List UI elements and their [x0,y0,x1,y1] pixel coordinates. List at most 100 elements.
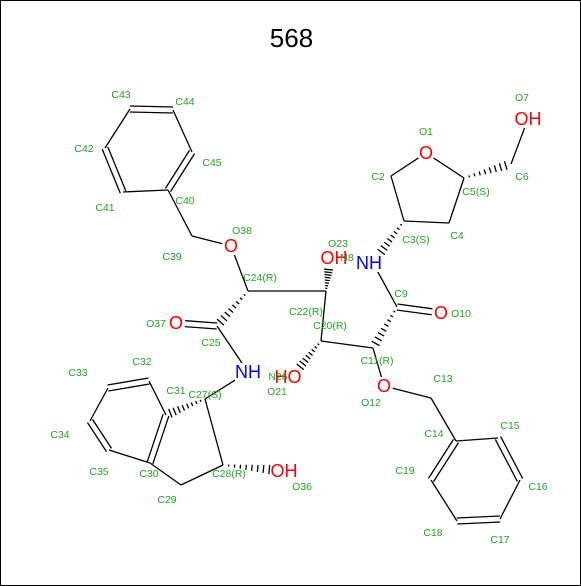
atom-label-o1: O1 [419,126,433,138]
bond-c45-c40 [164,150,196,192]
bond-c25-n26 [216,325,244,365]
atom-symbol-o21: HO [275,367,302,387]
bond-c32-c33 [107,377,150,392]
atom-symbol-background [321,249,347,267]
bond-c40-c41 [122,189,169,193]
bond-c9-o10 [396,303,433,316]
atom-label-c17: C17 [490,534,509,546]
bond-c15-c16 [494,436,524,482]
atom-label-c13: C13 [433,373,452,385]
bond-c43-c44 [129,105,174,114]
atom-label-o36: O36 [292,481,312,493]
compound-id-title: 568 [269,23,314,53]
atom-label-n26: N26 [268,371,287,383]
atom-symbol-background [224,237,238,255]
bond-c28-c29 [180,464,224,486]
bond-c34-c35 [86,418,113,453]
atom-label-c33: C33 [68,367,87,379]
bond-c13-c14 [430,397,457,442]
atom-label-c42: C42 [74,143,93,155]
atom-label-c20: C20(R) [313,320,347,332]
atom-label-o7: O7 [515,92,529,104]
atom-label-c44: C44 [175,96,194,108]
atom-symbol-background [419,144,433,162]
atom-symbol-background [169,314,183,332]
atom-symbol-background [356,254,382,272]
atom-label-c9: C9 [394,288,408,300]
atom-symbol-o10: O [434,303,448,323]
bond-c33-c34 [89,387,109,422]
atom-symbol-background [434,304,448,322]
bond-c27-c31 [168,399,202,418]
bond-n26-c27 [204,376,241,400]
atom-label-c4: C4 [450,230,464,242]
bond-c3-c4 [403,220,450,224]
atom-label-c25: C25 [201,337,220,349]
bond-c30-c31 [146,413,170,465]
atom-label-c27: C27(S) [188,389,221,401]
bond-c2-c3 [390,175,405,222]
atom-symbol-n8: NH [356,253,382,273]
atom-label-c45: C45 [202,157,221,169]
atom-label-c32: C32 [132,356,151,368]
bond-c31-c32 [148,380,167,416]
atom-symbol-background [275,368,301,386]
atom-label-c14: C14 [424,428,443,440]
bond-c20-c22 [320,290,327,342]
atom-label-o21: O21 [267,386,287,398]
bond-c18-c19 [430,479,458,522]
atom-symbol-o36: OH [271,461,298,481]
bond-c39-c40 [167,189,193,237]
bond-c41-c42 [101,146,127,194]
bond-c24-o38 [233,254,249,292]
atom-symbol-n26: NH [235,362,261,382]
atom-label-c24: C24(R) [243,272,277,284]
bond-c42-c43 [104,108,131,149]
bond-c5-c6 [468,161,508,178]
atom-label-o23: O23 [328,238,348,250]
bond-c20-o21 [296,343,320,371]
atom-label-c35: C35 [89,466,108,478]
bond-c24-c25 [216,293,246,326]
atom-label-c2: C2 [371,171,385,183]
atom-label-c34: C34 [50,429,69,441]
atom-label-c31: C31 [166,385,185,397]
atom-label-o12: O12 [361,397,381,409]
atom-label-c15: C15 [500,420,519,432]
atom-symbol-o12: O [377,376,391,396]
atom-symbol-background [271,462,297,480]
atom-symbol-o38: O [224,236,238,256]
bond-c3-n8 [377,223,403,256]
atom-symbol-o37: O [169,313,183,333]
atom-label-o38: O38 [232,225,252,237]
bond-c16-c17 [499,479,521,520]
atom-label-n8: N8 [340,252,354,264]
bond-o1-c5 [433,157,465,179]
bond-c27-c28 [204,398,224,466]
bond-c28-o36 [228,464,271,475]
bond-c14-c15 [455,437,499,442]
atom-symbol-o23: OH [321,248,348,268]
atom-symbol-background [515,110,541,128]
atom-label-c3: C3(S) [402,234,429,246]
atom-label-c6: C6 [515,171,529,183]
bond-c6-o7 [510,127,526,165]
bond-c9-c11 [371,310,396,347]
atom-label-c19: C19 [395,465,414,477]
atom-symbol-o7: OH [515,109,542,129]
atom-label-o37: O37 [146,318,166,330]
atom-label-layer: O1C2C3(S)C4C5(S)C6O7N8C9O10C11(R)O12C13C… [50,89,547,546]
bond-c25-o37 [184,320,218,330]
atom-symbol-background [235,363,261,381]
bond-c19-c14 [427,439,460,482]
atom-label-c28: C28(R) [212,468,246,480]
atom-symbol-o1: O [419,143,433,163]
bond-layer [86,105,526,525]
bond-c11-c20 [320,340,374,349]
atom-label-c43: C43 [111,89,130,101]
bond-n8-c9 [376,270,398,308]
bond-c35-c30 [108,449,151,464]
bond-c17-c18 [456,515,501,525]
